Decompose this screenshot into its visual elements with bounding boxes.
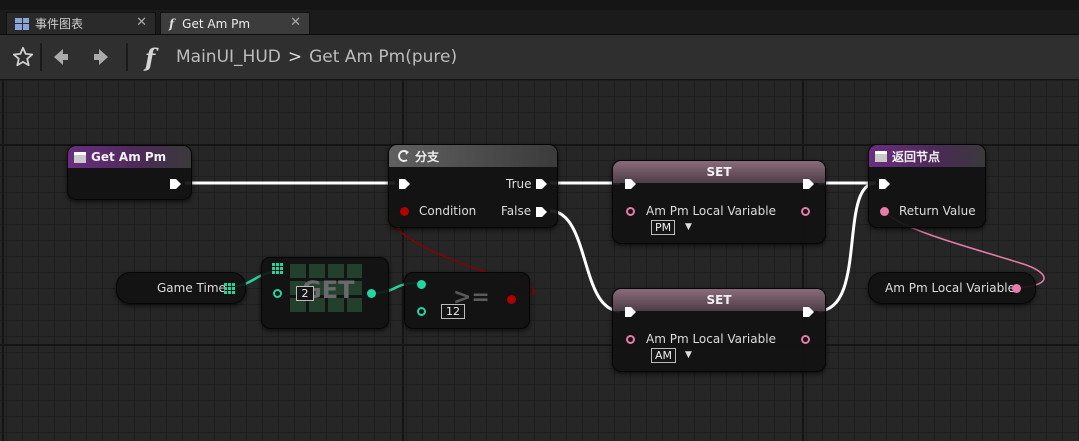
node-title: SET — [706, 293, 732, 307]
node-header: SET — [613, 161, 825, 183]
node-header: 分支 — [389, 145, 557, 167]
chevron-down-icon[interactable]: ▼ — [685, 350, 692, 360]
tab-get-am-pm[interactable]: f Get Am Pm ✕ — [160, 12, 310, 34]
node-header: SET — [613, 289, 825, 311]
close-icon[interactable]: ✕ — [136, 15, 147, 30]
tab-label: Get Am Pm — [182, 16, 251, 31]
toolbar-separator — [40, 43, 42, 71]
variable-output-pin[interactable] — [1012, 284, 1021, 293]
close-icon[interactable]: ✕ — [290, 15, 301, 30]
variable-output-pin[interactable] — [801, 207, 810, 216]
tab-bar: 事件图表 ✕ f Get Am Pm ✕ — [0, 10, 1079, 35]
variable-output-pin[interactable] — [801, 335, 810, 344]
tab-event-graph[interactable]: 事件图表 ✕ — [6, 12, 156, 34]
breadcrumb-separator: > — [287, 47, 303, 67]
node-title: 返回节点 — [892, 149, 941, 164]
set-am-node[interactable]: SET Am Pm Local Variable AM ▼ — [612, 288, 826, 372]
variable-label: Am Pm Local Variable — [885, 281, 1015, 295]
star-icon[interactable] — [6, 35, 40, 79]
variable-input-pin[interactable] — [626, 335, 635, 344]
condition-label: Condition — [419, 204, 477, 218]
greater-equal-node[interactable]: >= 12 — [404, 272, 530, 329]
array-grid-icon[interactable] — [224, 283, 235, 294]
false-label: False — [501, 204, 532, 218]
variable-input-pin[interactable] — [626, 207, 635, 216]
b-input-pin[interactable] — [417, 307, 426, 316]
local-variable-getter-node[interactable]: Am Pm Local Variable — [868, 272, 1036, 304]
node-header: Get Am Pm — [68, 146, 191, 168]
back-arrow-icon[interactable] — [46, 35, 76, 79]
variable-label: Am Pm Local Variable — [646, 204, 776, 218]
index-input-pin[interactable] — [273, 289, 282, 298]
return-value-label: Return Value — [899, 204, 976, 218]
array-grid-icon — [272, 263, 283, 274]
exec-wire-false — [549, 209, 621, 313]
forward-arrow-icon[interactable] — [86, 35, 116, 79]
breadcrumb: MainUI_HUD > Get Am Pm(pure) — [176, 35, 457, 79]
array-get-node[interactable]: GET 2 — [261, 257, 389, 329]
branch-icon — [398, 150, 409, 162]
node-title: SET — [706, 165, 732, 179]
graph-toolbar: f MainUI_HUD > Get Am Pm(pure) — [0, 35, 1079, 80]
return-value-pin[interactable] — [880, 207, 889, 216]
chevron-down-icon[interactable]: ▼ — [685, 222, 692, 232]
value-field[interactable]: AM — [651, 348, 677, 363]
return-node-icon — [875, 150, 887, 162]
game-time-getter-node[interactable]: Game Time — [116, 272, 246, 304]
value-field[interactable]: PM — [651, 220, 676, 235]
graph-grid-icon — [15, 17, 29, 30]
condition-pin[interactable] — [400, 207, 409, 216]
index-field[interactable]: 2 — [296, 286, 314, 301]
exec-wire-set-am-to-return — [817, 181, 877, 313]
function-icon: f — [144, 42, 156, 72]
function-icon: f — [169, 16, 175, 31]
bool-output-pin[interactable] — [507, 295, 516, 304]
title-strip — [0, 0, 1079, 10]
node-title: 分支 — [415, 149, 440, 164]
graph-canvas[interactable]: Get Am Pm 分支 Condition True False SET Am… — [0, 80, 1079, 441]
set-pm-node[interactable]: SET Am Pm Local Variable PM ▼ — [612, 160, 826, 244]
branch-node[interactable]: 分支 Condition True False — [388, 144, 558, 228]
breadcrumb-root[interactable]: MainUI_HUD — [176, 47, 281, 67]
function-entry-node[interactable]: Get Am Pm — [67, 145, 192, 200]
true-label: True — [506, 177, 532, 191]
array-get-watermark — [290, 264, 362, 312]
tab-label: 事件图表 — [35, 17, 84, 31]
return-node[interactable]: 返回节点 Return Value — [868, 144, 986, 228]
node-title: Get Am Pm — [91, 150, 167, 164]
variable-label: Game Time — [157, 281, 226, 295]
a-input-pin[interactable] — [417, 280, 426, 289]
breadcrumb-current: Get Am Pm(pure) — [309, 47, 458, 67]
wire-layer — [185, 181, 1045, 313]
b-value-field[interactable]: 12 — [441, 304, 465, 319]
toolbar-separator — [126, 43, 128, 71]
variable-label: Am Pm Local Variable — [646, 332, 776, 346]
value-output-pin[interactable] — [367, 289, 376, 298]
node-header: 返回节点 — [869, 145, 985, 167]
function-entry-icon — [74, 151, 86, 163]
